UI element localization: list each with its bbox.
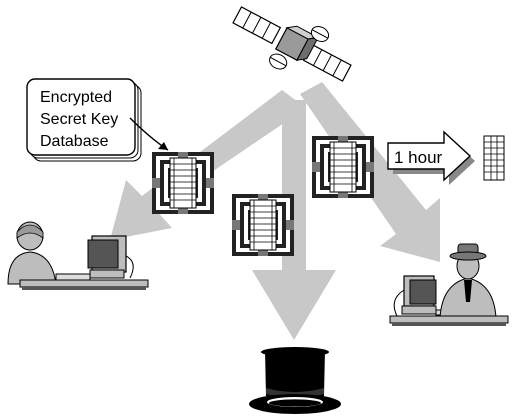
key-table-icon	[483, 135, 505, 181]
callout-line-3: Database	[40, 133, 109, 150]
time-arrow: 1 hour	[387, 130, 475, 185]
man-user-icon	[389, 243, 509, 326]
satellite-icon	[232, 6, 352, 82]
woman-user-icon	[7, 221, 149, 290]
encrypted-database-icon	[311, 135, 375, 199]
time-label: 1 hour	[394, 148, 443, 167]
encrypted-database-icon	[151, 151, 215, 215]
callout-encrypted-secret-key-database: Encrypted Secret Key Database	[26, 78, 169, 162]
callout-line-1: Encrypted	[40, 89, 112, 106]
encrypted-database-icon	[231, 193, 295, 257]
top-hat-attacker-icon	[249, 347, 341, 414]
callout-line-2: Secret Key	[40, 111, 118, 128]
